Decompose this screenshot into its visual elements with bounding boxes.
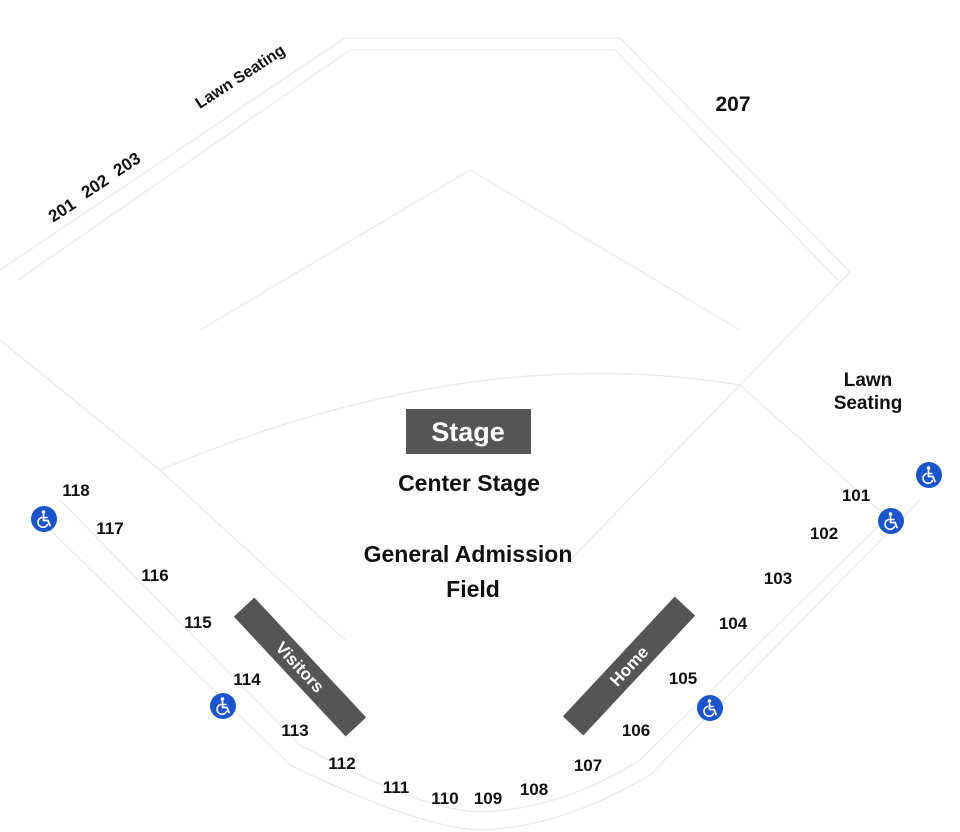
section-109[interactable]: 109	[474, 789, 502, 808]
section-114[interactable]: 114	[233, 670, 261, 689]
lawn-seating-right-line2: Seating	[834, 393, 903, 414]
section-104[interactable]: 104	[719, 614, 748, 633]
section-108[interactable]: 108	[520, 780, 548, 799]
section-207[interactable]: 207	[715, 93, 750, 116]
visitors-dugout[interactable]: Visitors	[233, 597, 367, 737]
lawn-seating-right[interactable]: Lawn Seating	[834, 370, 903, 414]
section-115[interactable]: 115	[184, 613, 211, 632]
visitors-dugout-block	[233, 597, 367, 737]
section-101[interactable]: 101	[842, 486, 870, 505]
section-107[interactable]: 107	[574, 756, 602, 775]
stage[interactable]: Stage	[406, 409, 531, 454]
section-117[interactable]: 117	[96, 519, 123, 538]
general-admission-field[interactable]: General Admission Field	[364, 541, 573, 602]
home-dugout-block	[562, 596, 696, 736]
section-118[interactable]: 118	[62, 481, 89, 500]
wheelchair-icon	[696, 694, 724, 722]
venue-outline	[0, 37, 921, 831]
section-102[interactable]: 102	[810, 524, 838, 543]
wheelchair-icon	[30, 505, 58, 533]
section-110[interactable]: 110	[431, 789, 458, 808]
section-113[interactable]: 113	[281, 721, 308, 740]
stage-block	[406, 409, 531, 454]
field-label-line2: Field	[446, 576, 500, 602]
center-stage-label: Center Stage	[398, 470, 540, 496]
stage-label: Stage	[431, 417, 505, 447]
wheelchair-icon	[915, 461, 943, 489]
section-112[interactable]: 112	[328, 754, 355, 773]
section-103[interactable]: 103	[764, 569, 792, 588]
section-106[interactable]: 106	[622, 721, 650, 740]
section-116[interactable]: 116	[141, 566, 168, 585]
section-201[interactable]: 201	[45, 195, 79, 226]
section-203[interactable]: 203	[110, 149, 144, 180]
wheelchair-icon	[877, 507, 905, 535]
home-dugout[interactable]: Home	[562, 596, 696, 736]
section-111[interactable]: 111	[383, 778, 410, 797]
wheelchair-icon	[209, 692, 237, 720]
section-105[interactable]: 105	[669, 669, 697, 688]
lawn-seating-right-line1: Lawn	[844, 370, 893, 391]
field-label-line1: General Admission	[364, 541, 573, 567]
